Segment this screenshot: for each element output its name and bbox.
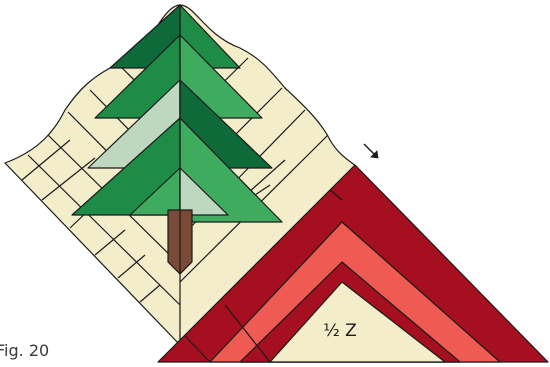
half-z-piece: ½ Z	[157, 164, 549, 363]
piece-miter-lines	[184, 189, 343, 363]
center-cream-triangle	[269, 281, 446, 363]
arrow-down-right-icon	[363, 143, 379, 159]
figure-caption: Fig. 20	[0, 341, 50, 360]
tree-block	[4, 4, 357, 346]
piece-label: ½ Z	[323, 321, 357, 341]
